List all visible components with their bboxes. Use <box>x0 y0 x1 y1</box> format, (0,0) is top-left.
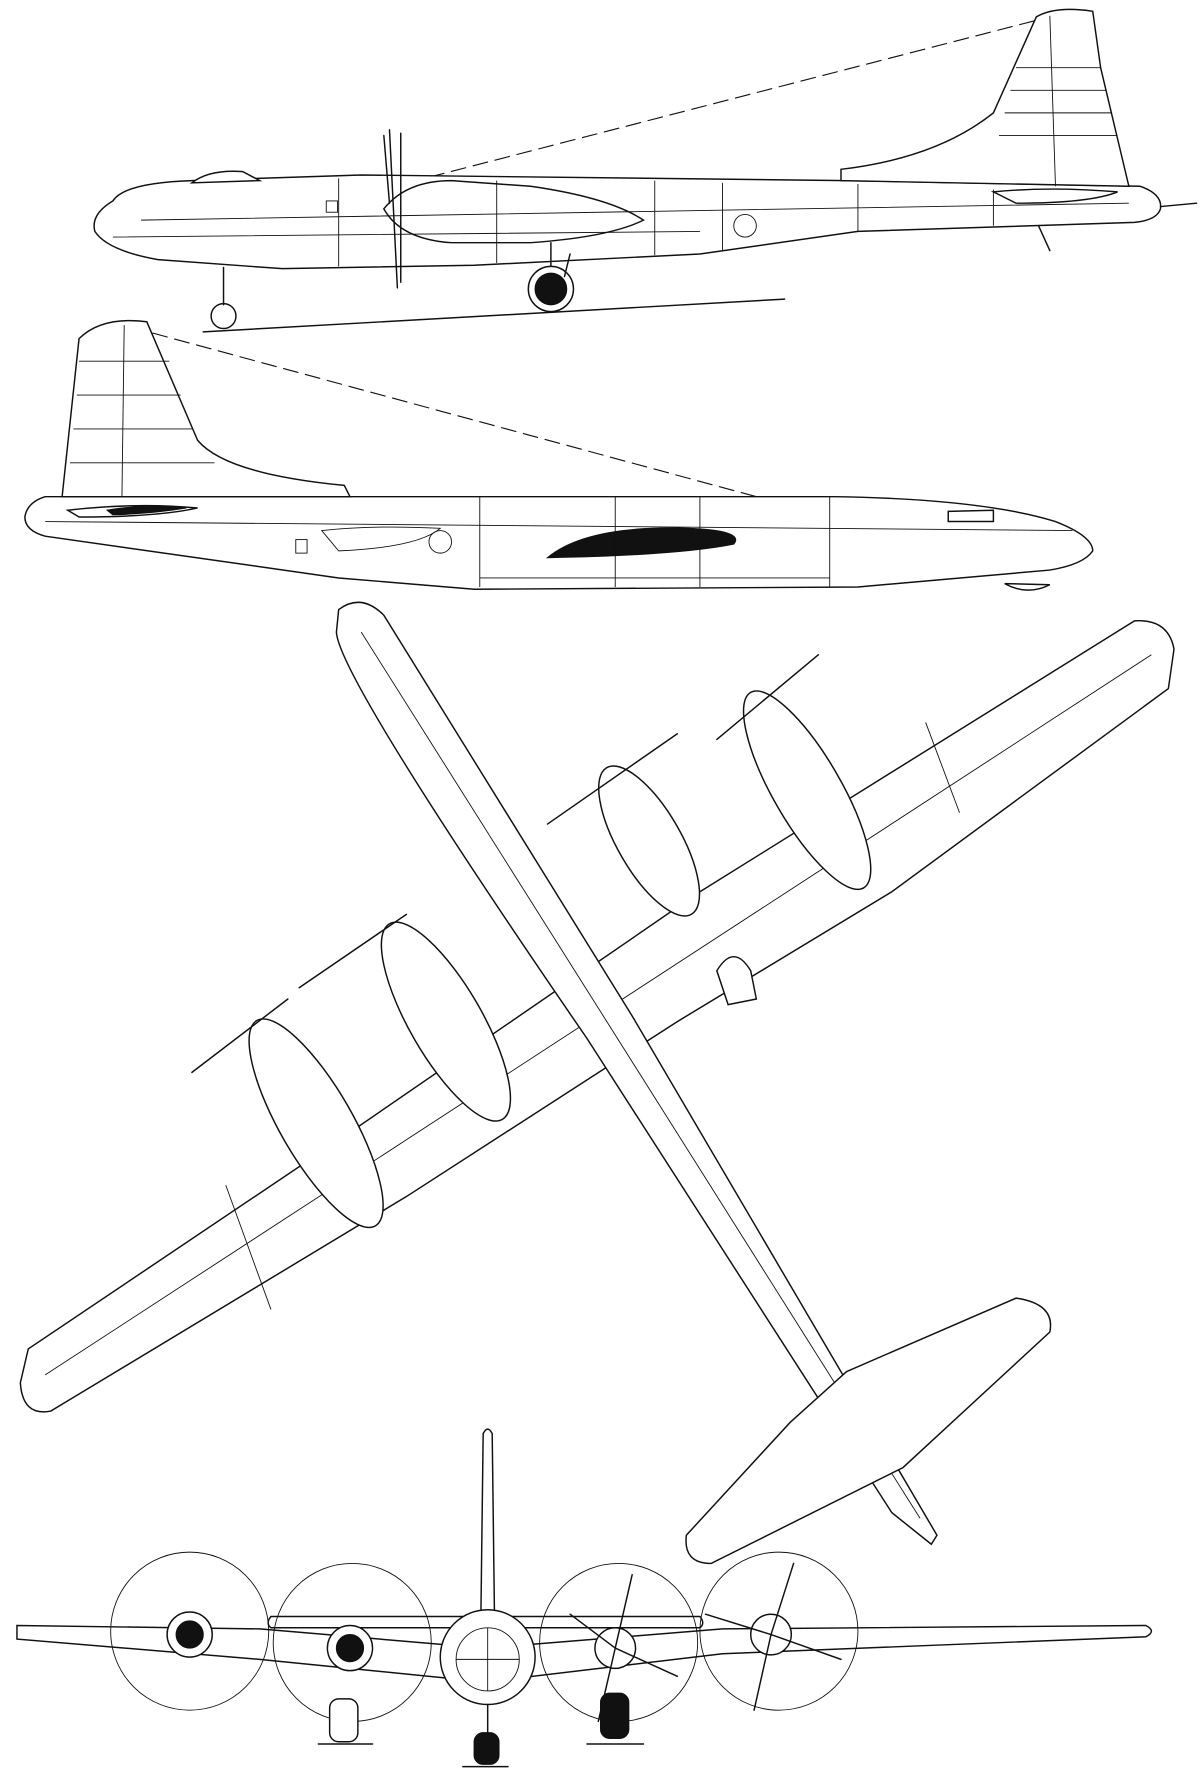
antenna-wire <box>428 19 1037 178</box>
horizontal-tail <box>685 1297 1052 1565</box>
panel-lines <box>45 496 1073 587</box>
antenna-wire <box>152 332 757 498</box>
ground-marks <box>317 1743 645 1768</box>
main-wheel-hub <box>534 272 568 306</box>
side-view-right <box>93 8 1198 333</box>
nacelle-outline <box>320 526 442 552</box>
engine-nacelle <box>382 179 645 244</box>
propeller-blades-4 <box>704 1562 842 1711</box>
side-view-left <box>24 319 1094 591</box>
hatch <box>295 539 308 554</box>
engine-1-core <box>175 1620 204 1649</box>
nacelle-inner-right <box>597 765 701 917</box>
vertical-fin <box>480 1428 496 1615</box>
engine-nacelles <box>248 690 872 1229</box>
propeller-blades-3 <box>569 1573 679 1723</box>
tail-skid <box>1037 225 1051 252</box>
engine-2-core <box>335 1633 365 1663</box>
cockpit-windows <box>947 509 995 523</box>
nose-glazing-frames <box>456 1627 520 1691</box>
window <box>733 214 757 238</box>
nose-wheel <box>210 302 237 330</box>
hatch <box>325 200 338 213</box>
window <box>428 530 453 554</box>
nacelle-inner-left <box>380 921 512 1122</box>
main-gear-strut <box>550 241 571 278</box>
ground-line <box>202 298 786 333</box>
vertical-fin <box>61 319 352 498</box>
rudder-lines <box>70 325 215 497</box>
shaded-stabilizer-section <box>105 505 187 516</box>
propeller-blades <box>383 129 402 289</box>
fuselage <box>335 601 938 1546</box>
plan-view <box>19 601 1175 1565</box>
fuselage-centerline <box>360 631 921 1519</box>
rudder-line <box>999 15 1118 187</box>
horizontal-stabilizer <box>990 188 1118 204</box>
main-wheels-left <box>328 1698 359 1743</box>
nose-wheels <box>473 1732 500 1765</box>
fillet <box>716 955 758 1006</box>
panel-lines <box>112 178 1129 267</box>
chin-blister <box>1004 582 1051 591</box>
nacelle-outer-left <box>248 1018 384 1229</box>
shaded-wing-section <box>545 527 737 559</box>
cockpit-canopy <box>189 170 263 184</box>
vertical-fin <box>840 8 1130 188</box>
propeller-disc-4 <box>699 1551 859 1711</box>
nacelle-outer-right <box>742 690 872 891</box>
propeller-discs <box>191 653 820 1074</box>
tail-gun <box>1159 202 1198 208</box>
propeller-disc-1 <box>110 1551 270 1711</box>
main-wheels-right <box>600 1692 630 1739</box>
fuselage <box>24 495 1094 590</box>
front-view <box>16 1428 1153 1768</box>
